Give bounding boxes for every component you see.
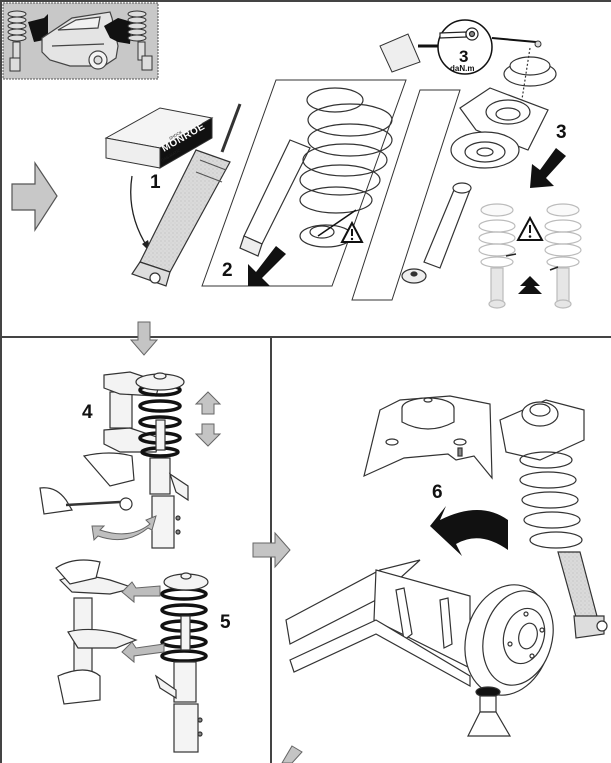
strut-left-mark xyxy=(505,253,517,257)
hand-upper xyxy=(55,559,101,585)
header-arrow-right-icon xyxy=(104,18,132,44)
torque-value: 3 xyxy=(459,47,468,66)
torque-unit: daN.m xyxy=(450,64,474,73)
assembled-strut-right xyxy=(544,203,582,309)
coil-spring-strut-left-icon xyxy=(7,10,27,72)
brake-drum-hub xyxy=(464,584,554,696)
step-4-label: 4 xyxy=(82,402,93,423)
step-5-label: 5 xyxy=(220,612,231,633)
install-curved-arrow-icon xyxy=(430,506,508,556)
rotate-arrow-icon xyxy=(91,515,157,542)
warning-triangle-icon xyxy=(516,215,544,241)
next-step-arrow-right-icon xyxy=(11,161,58,233)
shock-absorber-new xyxy=(131,103,242,287)
hand-with-wrench xyxy=(39,452,135,515)
header-thumbnail xyxy=(2,2,159,80)
box-side-text-top: SHOCK xyxy=(168,129,183,141)
step-1-pointer xyxy=(130,175,149,249)
arrow-down-icon xyxy=(194,423,222,447)
header-arrow-left-icon xyxy=(28,14,48,44)
next-step-arrow-right-icon xyxy=(252,531,291,569)
arrow-up-icon xyxy=(194,391,222,415)
old-shock-with-spring xyxy=(239,87,393,257)
car-icon xyxy=(41,11,119,70)
strut-step4 xyxy=(135,372,189,549)
coil-spring-strut-right-icon xyxy=(127,10,153,71)
assembled-strut-left xyxy=(478,203,516,309)
hand-lower xyxy=(57,669,101,705)
remove-arrow-lower-icon xyxy=(121,641,165,664)
step-2-arrow-down-left-icon xyxy=(248,246,286,286)
strut-assembly-step6 xyxy=(499,399,608,639)
next-step-arrow-down-icon xyxy=(129,321,159,356)
jack-stand xyxy=(467,686,512,737)
remove-arrow-upper-icon xyxy=(121,581,161,604)
spring-compressor-step5 xyxy=(58,575,138,673)
continue-arrow-icon xyxy=(281,745,303,763)
torque-callout: 3 daN.m xyxy=(379,19,542,75)
step-3-frame xyxy=(351,89,461,301)
step-3-arrow-down-left-icon xyxy=(530,148,566,188)
nut-icon xyxy=(534,40,542,48)
step-1-label: 1 xyxy=(150,172,161,193)
instruction-sheet-icon xyxy=(379,33,421,73)
monroe-box: MONROE SHOCK GAS-MATIC xyxy=(104,107,214,169)
body-mount xyxy=(363,395,493,480)
step-6-label: 6 xyxy=(432,482,443,503)
strut-step5 xyxy=(154,572,209,753)
step-3-label: 3 xyxy=(556,122,567,143)
strut-right-mark xyxy=(549,266,559,271)
compress-arrow-up-icon xyxy=(518,276,542,294)
warning-triangle-icon xyxy=(340,220,364,243)
step-2-label: 2 xyxy=(222,260,233,281)
step-2-frame xyxy=(201,79,407,287)
wrench-icon xyxy=(439,27,479,41)
top-mount-assembly xyxy=(401,47,557,284)
callout-line-right xyxy=(491,37,537,43)
rear-axle-beam xyxy=(285,559,471,688)
